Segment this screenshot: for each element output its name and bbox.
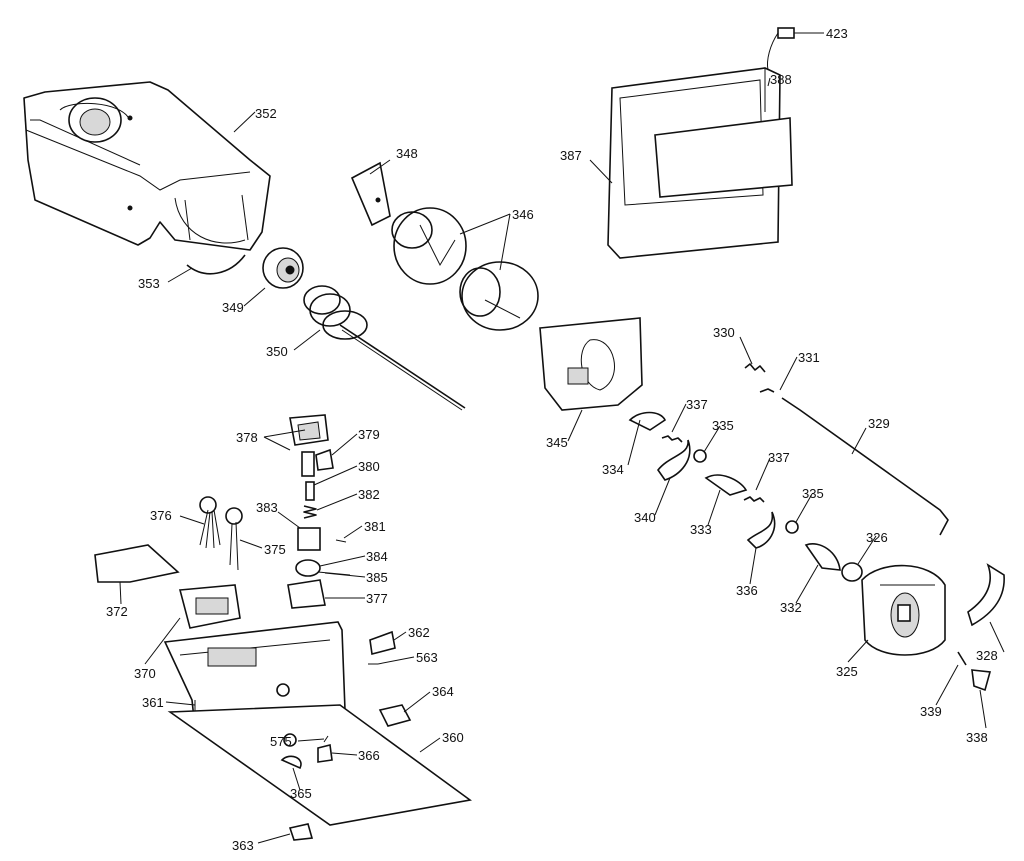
label-382: 382 [358,487,380,502]
label-331: 331 [798,350,820,365]
label-377: 377 [366,591,388,606]
label-372: 372 [106,604,128,619]
bearing-part [262,247,304,289]
part-number-labels: 423 388 387 352 348 346 353 349 350 345 … [106,26,998,853]
shutoff-arm-part [744,363,949,536]
cam-drum-part [391,207,539,331]
label-325: 325 [836,664,858,679]
label-364: 364 [432,684,454,699]
label-387: 387 [560,148,582,163]
control-housing-part [163,621,472,826]
leader-lines [119,32,1005,844]
ice-bucket-part [23,81,271,251]
label-336: 336 [736,583,758,598]
label-338: 338 [966,730,988,745]
small-hardware-part [280,630,412,841]
mounting-plate-part [539,317,643,411]
label-334: 334 [602,462,624,477]
gear-train-part [628,411,841,571]
label-370: 370 [134,666,156,681]
label-366: 366 [358,748,380,763]
label-332: 332 [780,600,802,615]
label-423: 423 [826,26,848,41]
thermostat-part [199,496,243,571]
label-388: 388 [770,72,792,87]
motor-cover-part [94,544,241,629]
label-326: 326 [866,530,888,545]
label-575: 575 [270,734,292,749]
label-384: 384 [366,549,388,564]
ejector-shaft-part [303,285,466,411]
label-352: 352 [255,106,277,121]
label-337-a: 337 [686,397,708,412]
label-365: 365 [290,786,312,801]
label-337-b: 337 [768,450,790,465]
label-563: 563 [416,650,438,665]
light-bulb-part [767,27,795,71]
label-375: 375 [264,542,286,557]
label-348: 348 [396,146,418,161]
label-379: 379 [358,427,380,442]
label-380: 380 [358,459,380,474]
label-328: 328 [976,648,998,663]
wire-clip-part [186,254,246,275]
label-346: 346 [512,207,534,222]
front-cover-part [607,67,793,259]
water-valve-part [287,481,351,609]
label-345: 345 [546,435,568,450]
label-383: 383 [256,500,278,515]
label-378: 378 [236,430,258,445]
label-363: 363 [232,838,254,853]
label-376: 376 [150,508,172,523]
label-340: 340 [634,510,656,525]
label-350: 350 [266,344,288,359]
ejector-lever-part [957,563,1005,692]
label-360: 360 [442,730,464,745]
label-330: 330 [713,325,735,340]
solenoid-part [289,414,334,477]
label-333: 333 [690,522,712,537]
label-381: 381 [364,519,386,534]
label-385: 385 [366,570,388,585]
label-339: 339 [920,704,942,719]
label-329: 329 [868,416,890,431]
label-335-a: 335 [712,418,734,433]
label-361: 361 [142,695,164,710]
motor-housing-part [841,562,946,656]
mold-plate-part [350,161,391,227]
label-362: 362 [408,625,430,640]
label-349: 349 [222,300,244,315]
label-335-b: 335 [802,486,824,501]
label-353: 353 [138,276,160,291]
